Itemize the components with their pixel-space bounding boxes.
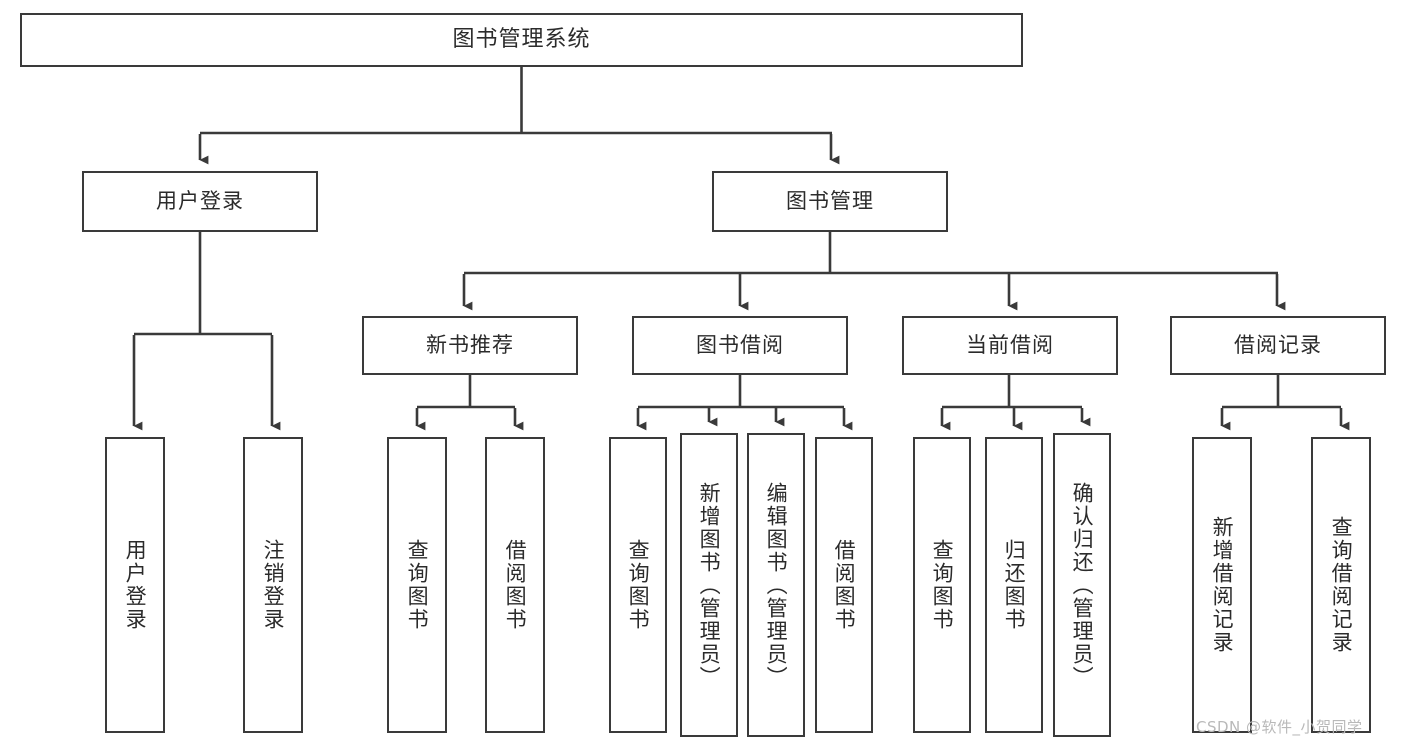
node-label: 用户登录 (123, 539, 148, 631)
node-leaf-add-book-admin[interactable]: 新增图书（管理员） (680, 433, 738, 737)
node-current-borrow[interactable]: 当前借阅 (902, 316, 1118, 375)
node-leaf-borrow-book-1[interactable]: 借阅图书 (485, 437, 545, 733)
node-new-book-recommend[interactable]: 新书推荐 (362, 316, 578, 375)
node-leaf-logout[interactable]: 注销登录 (243, 437, 303, 733)
node-leaf-confirm-return-admin[interactable]: 确认归还（管理员） (1053, 433, 1111, 737)
node-book-borrow[interactable]: 图书借阅 (632, 316, 848, 375)
node-label: 查询图书 (930, 539, 955, 631)
node-user-login[interactable]: 用户登录 (82, 171, 318, 232)
node-leaf-query-book-1[interactable]: 查询图书 (387, 437, 447, 733)
node-label: 注销登录 (261, 539, 286, 631)
node-label: 新增图书（管理员） (697, 481, 722, 689)
node-leaf-query-borrow-record[interactable]: 查询借阅记录 (1311, 437, 1371, 733)
node-label: 归还图书 (1002, 539, 1027, 631)
node-borrow-record[interactable]: 借阅记录 (1170, 316, 1386, 375)
node-label: 确认归还（管理员） (1070, 481, 1095, 689)
node-leaf-edit-book-admin[interactable]: 编辑图书（管理员） (747, 433, 805, 737)
node-label: 借阅图书 (503, 539, 528, 631)
node-label: 借阅图书 (832, 539, 857, 631)
node-label: 查询图书 (405, 539, 430, 631)
node-label: 新增借阅记录 (1210, 516, 1235, 654)
node-leaf-add-borrow-record[interactable]: 新增借阅记录 (1192, 437, 1252, 733)
node-label: 查询图书 (626, 539, 651, 631)
node-leaf-query-book-2[interactable]: 查询图书 (609, 437, 667, 733)
node-label: 编辑图书（管理员） (764, 481, 789, 689)
node-book-management[interactable]: 图书管理 (712, 171, 948, 232)
csdn-watermark: CSDN @软件_小贺同学 (1196, 718, 1363, 736)
node-leaf-user-login[interactable]: 用户登录 (105, 437, 165, 733)
node-leaf-borrow-book-2[interactable]: 借阅图书 (815, 437, 873, 733)
node-leaf-query-book-3[interactable]: 查询图书 (913, 437, 971, 733)
node-book-management-system[interactable]: 图书管理系统 (20, 13, 1023, 67)
node-label: 查询借阅记录 (1329, 516, 1354, 654)
node-leaf-return-book[interactable]: 归还图书 (985, 437, 1043, 733)
